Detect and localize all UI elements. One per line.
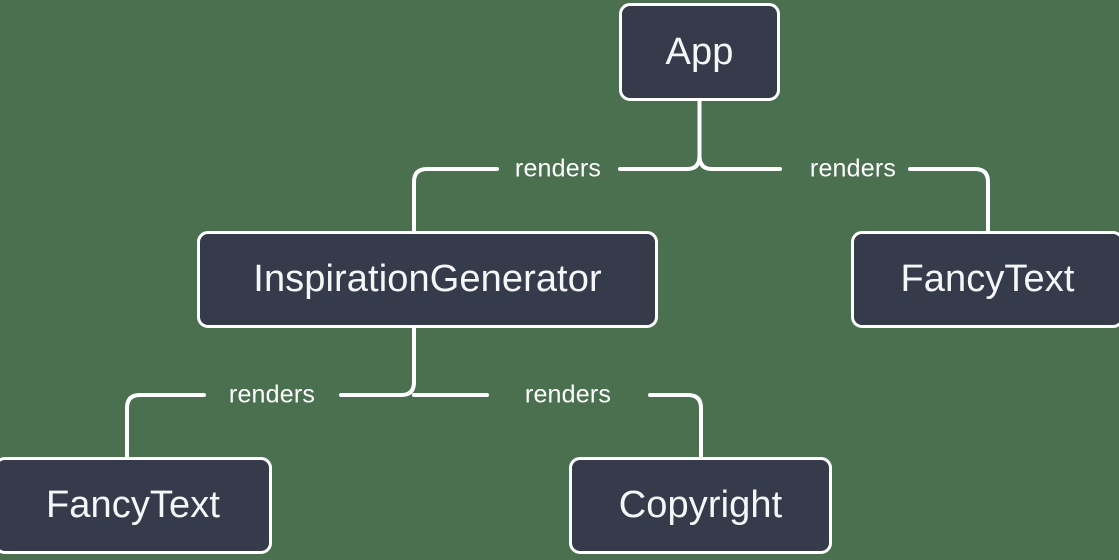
node-inspiration-generator-label: InspirationGenerator <box>253 258 602 300</box>
edge-inspiration-fancytext-left-seg <box>125 393 206 459</box>
edge-inspiration-copyright-right-seg <box>648 393 703 459</box>
node-copyright[interactable]: Copyright <box>569 457 832 554</box>
edge-label-app-fancytext: renders <box>809 154 897 183</box>
edge-app-junction-right <box>697 154 714 171</box>
edge-app-fancytext-right-seg <box>908 167 990 233</box>
edge-inspiration-junction-left <box>399 380 416 397</box>
edge-label-app-inspiration: renders <box>514 154 602 183</box>
node-fancytext-left[interactable]: FancyText <box>0 457 272 554</box>
node-copyright-label: Copyright <box>618 484 783 526</box>
node-inspiration-generator[interactable]: InspirationGenerator <box>197 231 658 328</box>
node-fancytext-left-label: FancyText <box>45 484 221 526</box>
node-app-label: App <box>665 30 734 73</box>
edge-label-inspiration-fancytext: renders <box>228 380 316 409</box>
edge-app-inspiration-left-seg <box>412 167 499 233</box>
node-fancytext-right[interactable]: FancyText <box>851 231 1119 328</box>
edge-label-inspiration-copyright: renders <box>524 380 612 409</box>
node-fancytext-right-label: FancyText <box>900 258 1075 300</box>
node-app[interactable]: App <box>619 3 780 101</box>
